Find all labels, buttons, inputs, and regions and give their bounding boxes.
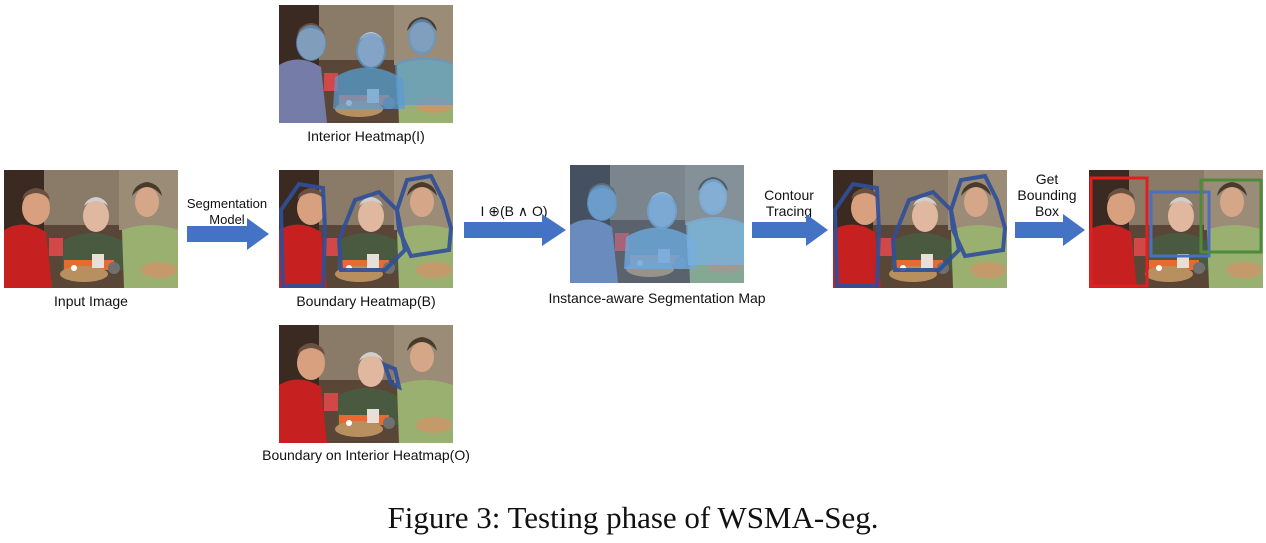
photo-scene-icon xyxy=(833,170,1007,288)
interior-heatmap-image xyxy=(279,5,453,123)
get-bounding-box-label: Get Bounding Box xyxy=(1017,171,1077,219)
interior-heatmap-label: Interior Heatmap(I) xyxy=(307,128,425,144)
right-arrow-icon xyxy=(464,214,566,246)
photo-scene-icon xyxy=(4,170,178,288)
input-image-label: Input Image xyxy=(54,293,128,309)
photo-scene-icon xyxy=(279,5,453,123)
photo-scene-icon xyxy=(279,325,453,443)
right-arrow-icon xyxy=(752,214,828,246)
photo-scene-icon xyxy=(279,170,453,288)
boundary-on-interior-image xyxy=(279,325,453,443)
instance-segmentation-image xyxy=(570,165,744,283)
segmentation-model-label: Segmentation Model xyxy=(186,196,268,227)
right-arrow-icon xyxy=(1015,214,1085,246)
contour-tracing-label: Contour Tracing xyxy=(764,187,814,219)
combination-formula-label: I ⊕(B ∧ O) xyxy=(480,203,548,219)
figure-caption: Figure 3: Testing phase of WSMA-Seg. xyxy=(387,500,879,535)
boundary-heatmap-label: Boundary Heatmap(B) xyxy=(296,293,436,309)
contour-result-image xyxy=(833,170,1007,288)
boundary-on-interior-label: Boundary on Interior Heatmap(O) xyxy=(262,447,470,463)
boundary-heatmap-image xyxy=(279,170,453,288)
right-arrow-icon xyxy=(187,218,269,250)
input-image xyxy=(4,170,178,288)
instance-segmentation-label: Instance-aware Segmentation Map xyxy=(548,290,766,306)
photo-scene-icon xyxy=(1089,170,1263,288)
bounding-box-result-image xyxy=(1089,170,1263,288)
photo-scene-icon xyxy=(570,165,744,283)
